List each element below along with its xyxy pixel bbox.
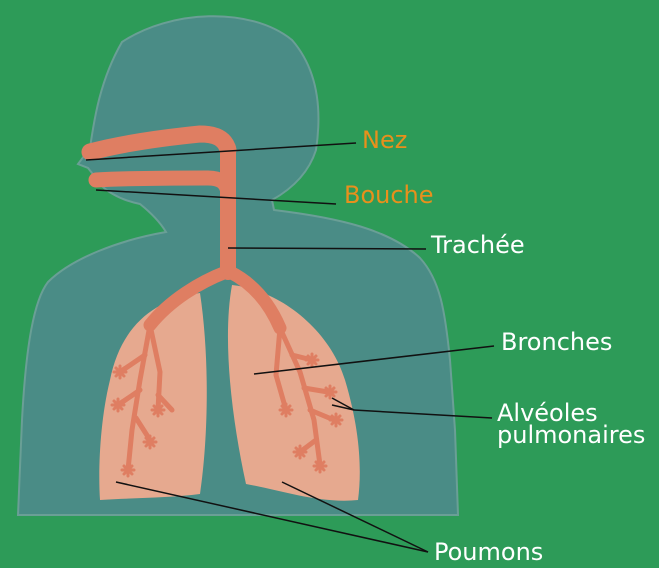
alveolus	[330, 414, 342, 426]
label-alveoles-line2: pulmonaires	[497, 424, 645, 446]
alveolus	[152, 404, 164, 416]
alveolus	[114, 366, 126, 378]
label-bronches: Bronches	[501, 330, 612, 354]
leader-line-trachee	[228, 248, 426, 249]
label-bouche: Bouche	[344, 183, 434, 207]
alveolus	[122, 464, 134, 476]
label-alveoles-pulmonaires: Alvéoles pulmonaires	[497, 402, 645, 446]
label-nez: Nez	[362, 128, 407, 152]
label-poumons: Poumons	[434, 540, 543, 564]
alveolus	[324, 386, 336, 398]
alveolus	[314, 460, 326, 472]
alveolus	[144, 436, 156, 448]
label-trachee: Trachée	[431, 233, 525, 257]
alveolus	[112, 399, 124, 411]
alveolus	[306, 354, 318, 366]
alveolus	[294, 446, 306, 458]
alveolus	[280, 404, 292, 416]
